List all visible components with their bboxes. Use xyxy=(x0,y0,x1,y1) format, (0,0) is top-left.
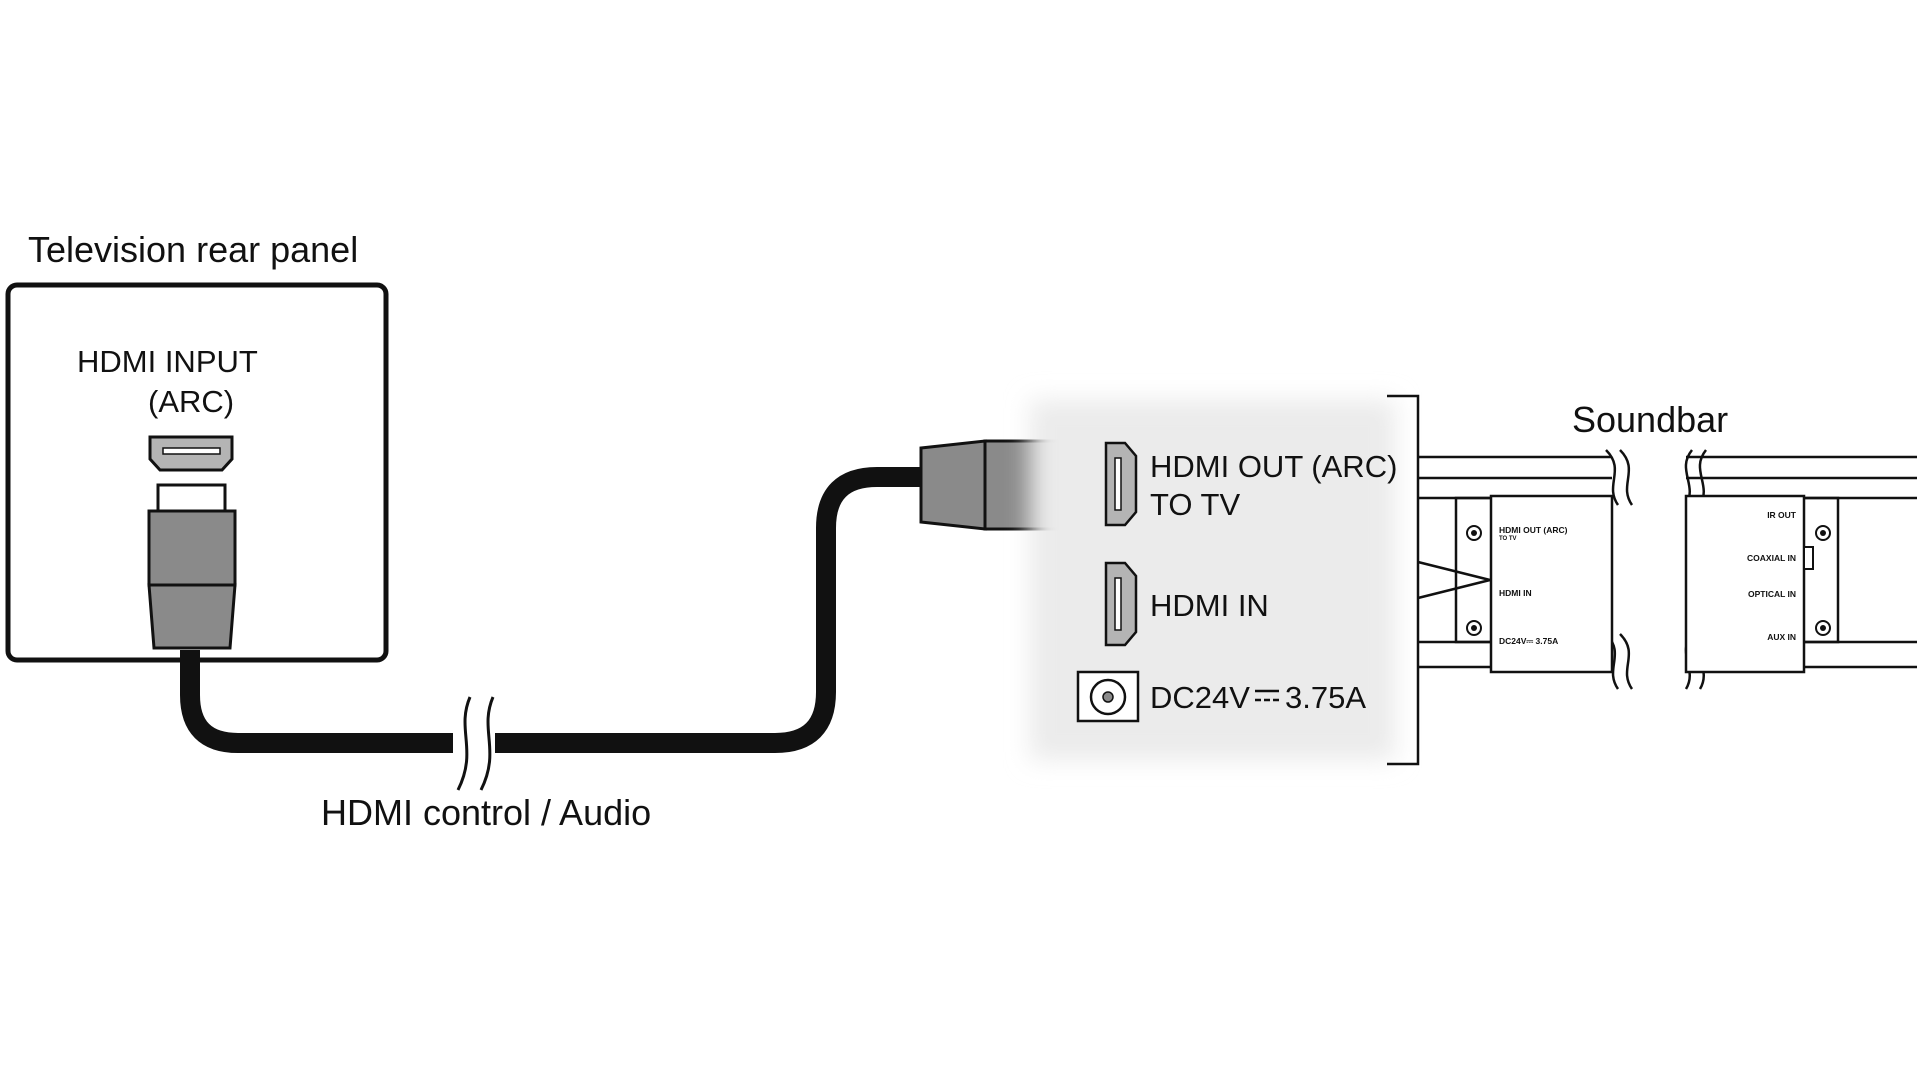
coaxial-jack-tab-icon xyxy=(1803,546,1814,570)
cable-break-mark xyxy=(453,696,495,791)
hdmi-cable xyxy=(180,467,925,753)
closeup-hdmi-out-to-tv-label: TO TV xyxy=(1150,487,1240,522)
right-plate-screw-icons xyxy=(1815,525,1831,636)
closeup-dc-current-label: 3.75A xyxy=(1285,680,1366,715)
closeup-dc-jack-icon xyxy=(1076,670,1140,723)
soundbar-break-gap-top xyxy=(1612,450,1686,502)
tv-panel-title: Television rear panel xyxy=(28,229,358,270)
panel-dc-label: DC24V⎓ 3.75A xyxy=(1499,636,1558,646)
closeup-hdmi-in-label: HDMI IN xyxy=(1150,588,1269,623)
soundbar-right-jack-plate xyxy=(1684,494,1806,674)
closeup-dc-label: DC24V xyxy=(1150,680,1250,715)
panel-aux-in-label: AUX IN xyxy=(1767,632,1796,642)
soundbar-break-gap-bottom xyxy=(1612,636,1686,672)
closeup-hdmi-out-port-icon xyxy=(1104,441,1138,527)
tv-hdmi-input-arc-label: (ARC) xyxy=(148,384,234,419)
closeup-bracket xyxy=(1387,394,1420,766)
tv-hdmi-input-label: HDMI INPUT xyxy=(77,344,258,379)
left-plate-screw-icons xyxy=(1466,525,1482,636)
panel-hdmi-out-to-tv-label: TO TV xyxy=(1499,536,1517,542)
cable-label: HDMI control / Audio xyxy=(321,792,651,833)
panel-hdmi-out-label: HDMI OUT (ARC) xyxy=(1499,525,1568,535)
closeup-hdmi-out-label: HDMI OUT (ARC) xyxy=(1150,449,1397,484)
closeup-hdmi-in-port-icon xyxy=(1104,561,1138,647)
tv-hdmi-plug-icon xyxy=(147,483,237,650)
soundbar-left-jack-plate xyxy=(1489,494,1614,674)
tv-hdmi-port-icon xyxy=(148,435,234,472)
soundbar-title: Soundbar xyxy=(1572,399,1728,440)
panel-hdmi-in-label: HDMI IN xyxy=(1499,588,1532,598)
panel-coaxial-in-label: COAXIAL IN xyxy=(1747,553,1796,563)
panel-optical-in-label: OPTICAL IN xyxy=(1748,589,1796,599)
panel-ir-out-label: IR OUT xyxy=(1767,510,1797,520)
dc-symbol-icon xyxy=(1255,689,1279,702)
